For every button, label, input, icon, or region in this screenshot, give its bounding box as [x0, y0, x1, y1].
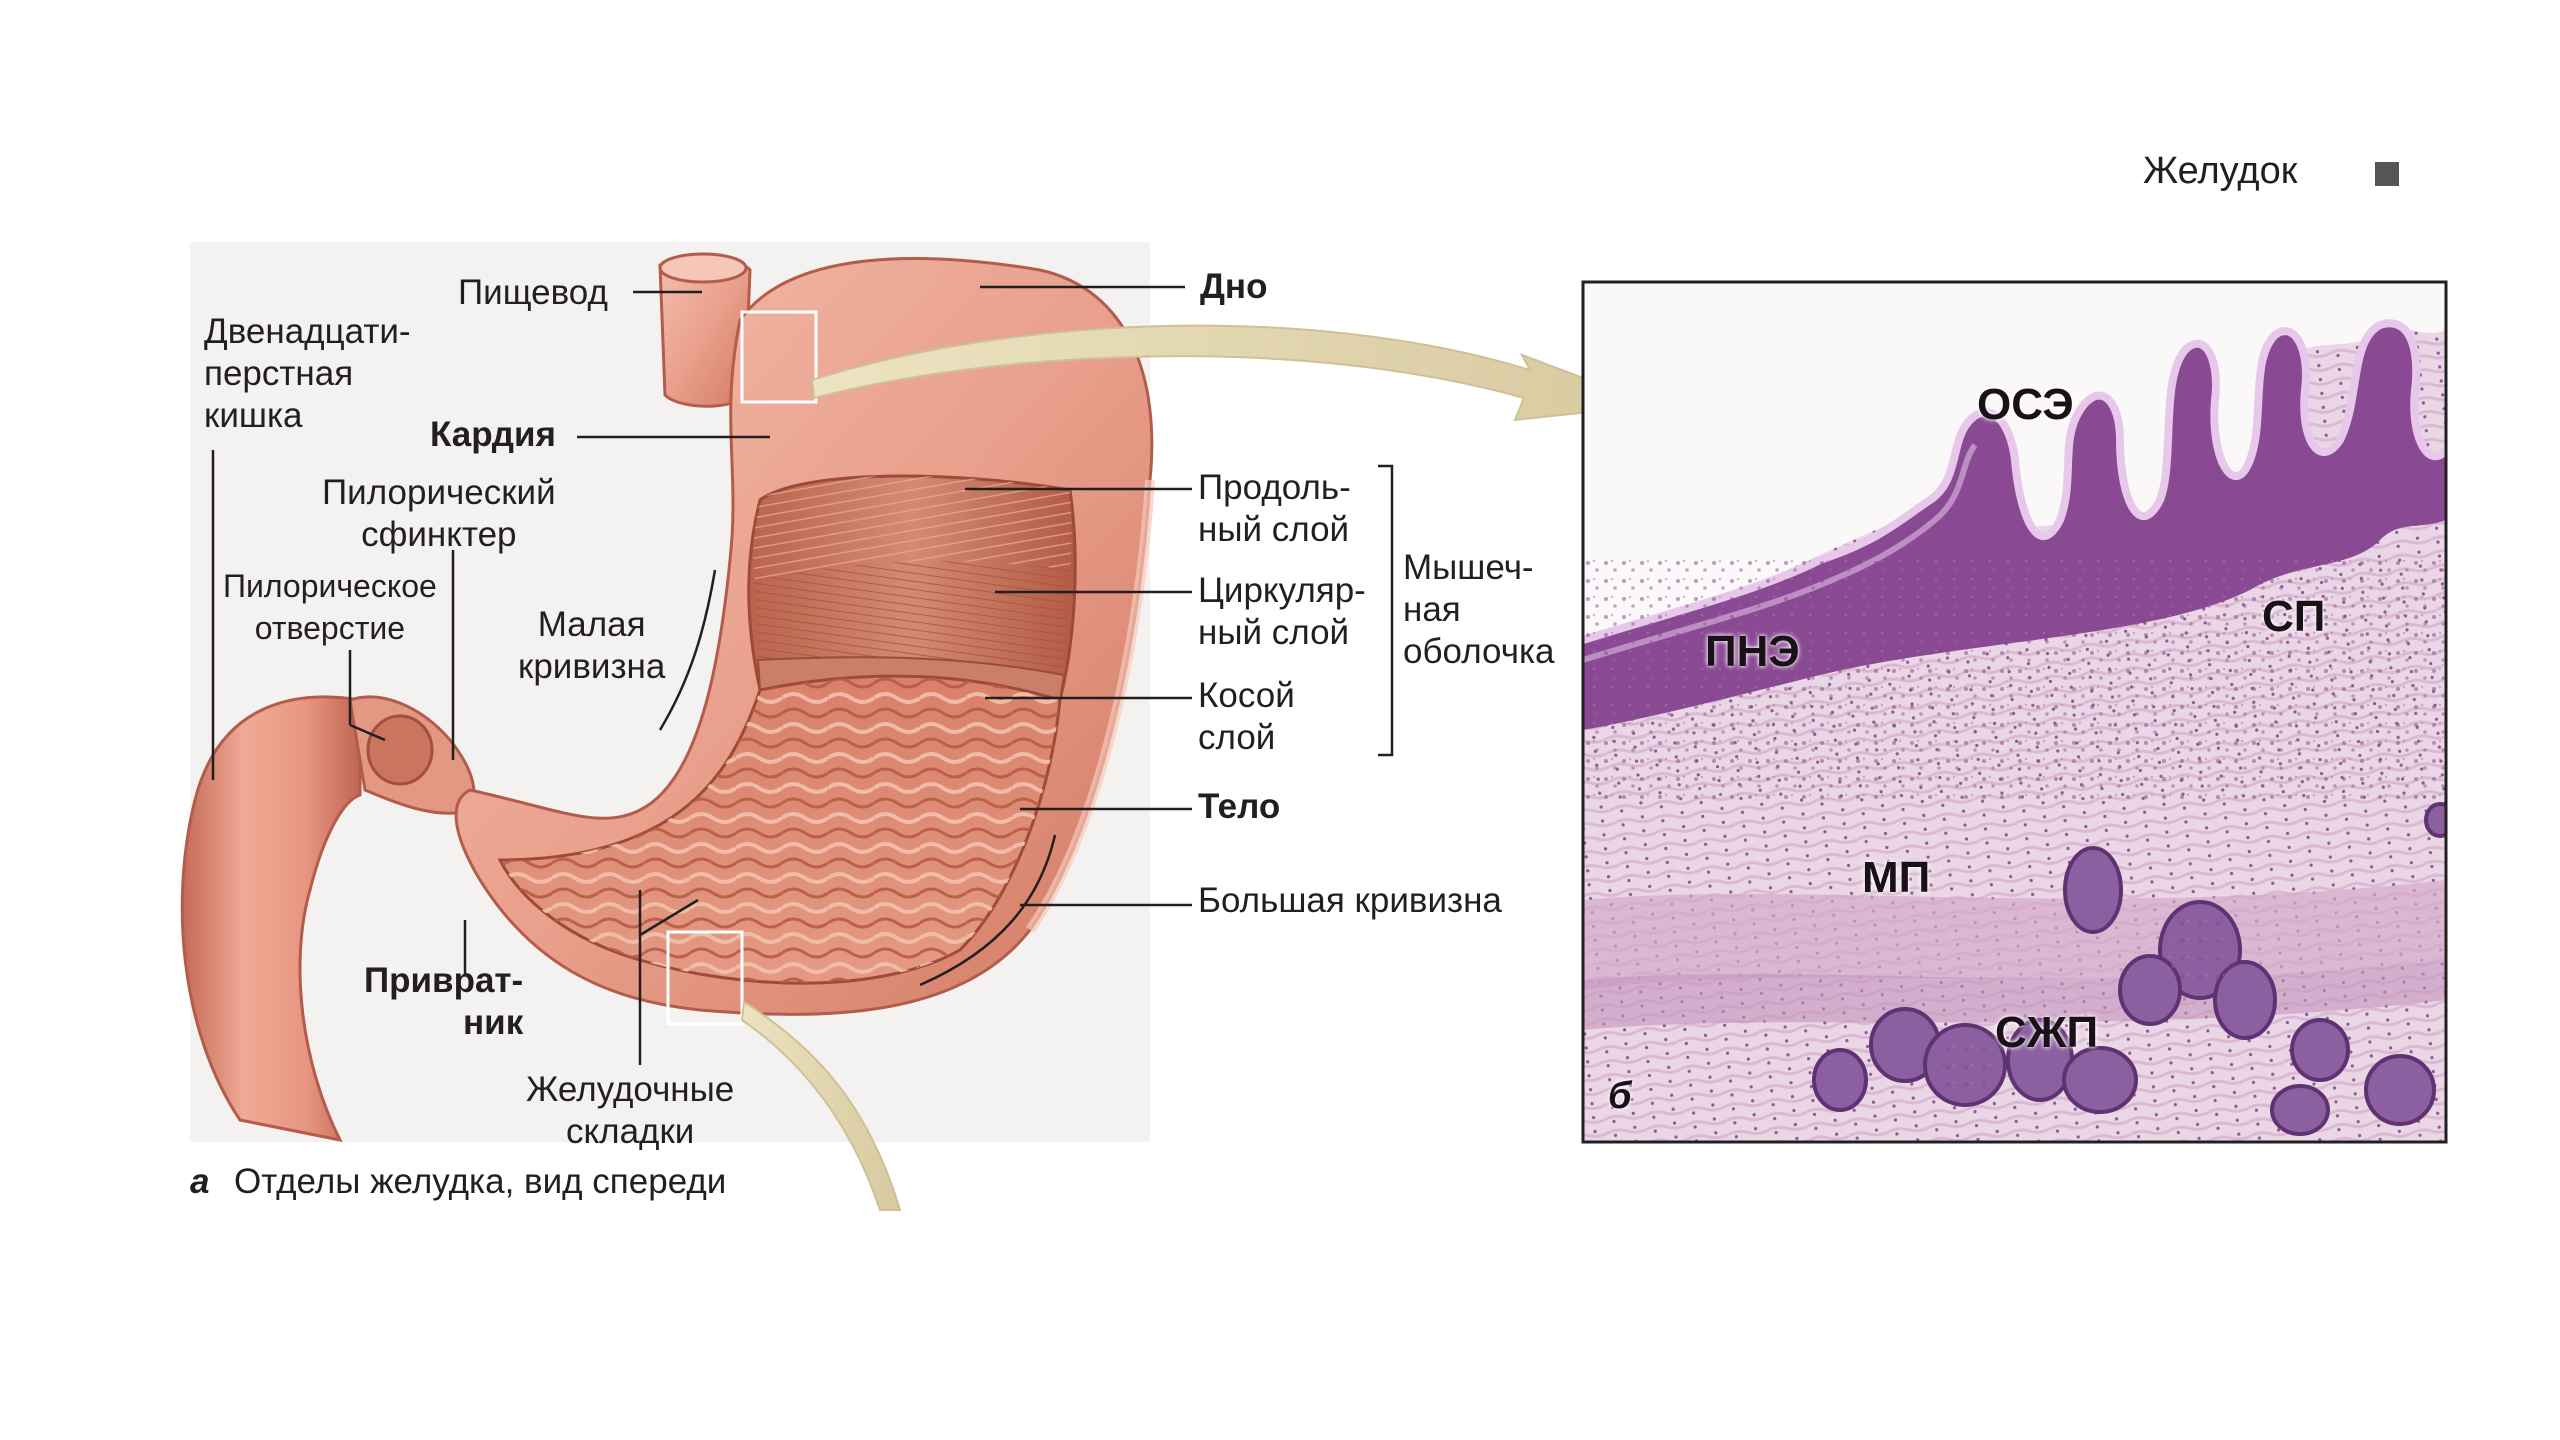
label-pylorus: Приврат- ник — [364, 961, 524, 1042]
label-pyloric-orifice: Пилорическое отверстие — [223, 568, 437, 646]
label-longitudinal-layer: Продоль- ный слой — [1198, 468, 1351, 549]
page-title: Желудок — [2143, 150, 2298, 192]
arrow-down — [740, 1000, 902, 1211]
label-cardia: Кардия — [430, 415, 556, 454]
label-ose: ОСЭ — [1977, 380, 2074, 429]
label-duodenum: Двенадцати- перстная кишка — [204, 312, 411, 435]
label-oblique-layer: Косой слой — [1198, 676, 1295, 757]
label-circular-layer: Циркуляр- ный слой — [1198, 571, 1366, 652]
label-pyloric-sphincter: Пилорический сфинктер — [322, 473, 556, 554]
panel-a-letter: а — [190, 1162, 210, 1201]
label-esophagus: Пищевод — [458, 273, 608, 312]
label-fundus: Дно — [1200, 267, 1268, 306]
label-body: Тело — [1198, 787, 1281, 826]
label-muscular-coat: Мышеч- ная оболочка — [1403, 548, 1555, 671]
title-marker-square — [2375, 162, 2399, 186]
panel-a-caption: Отделы желудка, вид спереди — [234, 1162, 727, 1201]
label-greater-curvature: Большая кривизна — [1198, 881, 1502, 920]
detail-box-cardia — [740, 310, 818, 404]
pyloric-orifice-shape — [366, 714, 434, 786]
label-mp: МП — [1862, 853, 1931, 902]
label-lesser-curvature: Малая кривизна — [518, 605, 666, 686]
duodenum-shape — [180, 695, 362, 1143]
detail-box-folds — [666, 930, 744, 1026]
label-pne: ПНЭ — [1705, 627, 1800, 676]
leader-lines — [211, 285, 1394, 1065]
label-szhp: СЖП — [1995, 1008, 2099, 1057]
histology-frame — [1581, 280, 2448, 1144]
label-sp: СП — [2262, 592, 2326, 641]
label-gastric-folds: Желудочные складки — [526, 1070, 735, 1151]
histology-image — [1583, 282, 2446, 1142]
panel-b-letter: б — [1608, 1075, 1632, 1117]
